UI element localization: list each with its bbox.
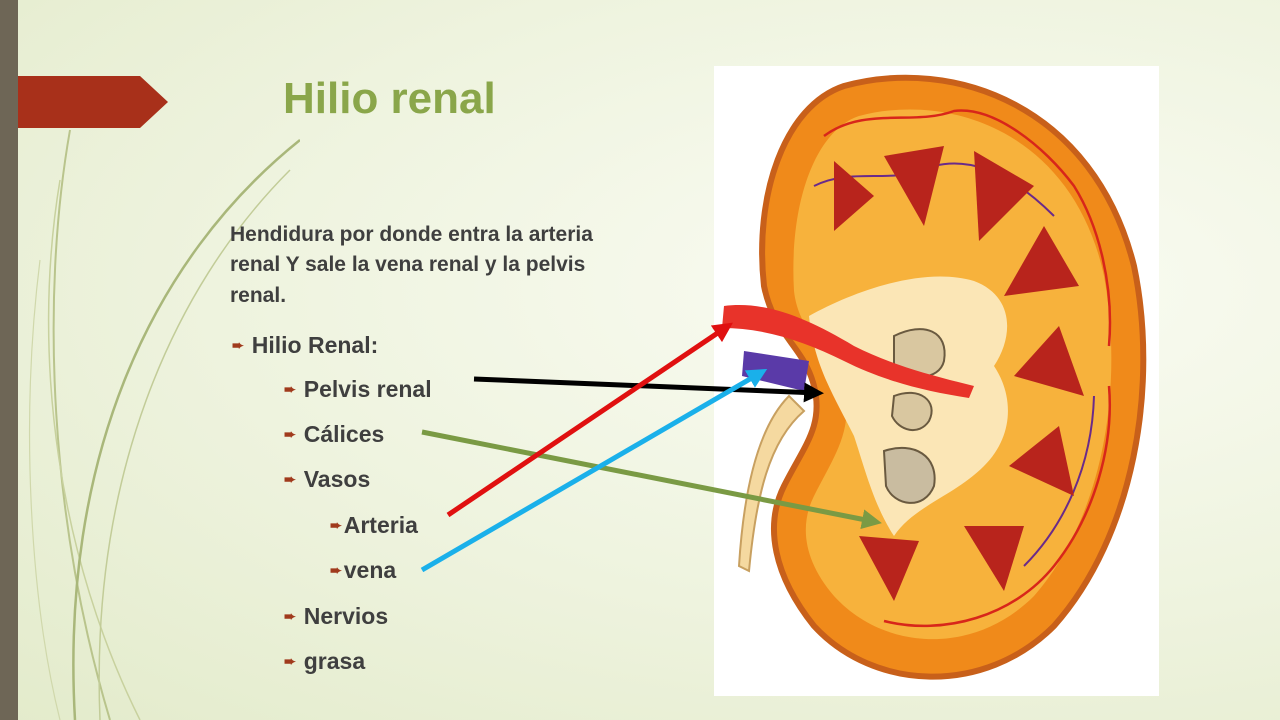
pyramid (834, 161, 874, 231)
arrow-bullet-icon: ➨ (330, 517, 342, 533)
arrow-tab-icon (18, 76, 168, 128)
bullet-pelvis-renal: ➨Pelvis renal (284, 376, 432, 402)
pyramid (859, 536, 919, 601)
bullet-grasa: ➨grasa (284, 648, 366, 674)
pyramid (1014, 326, 1084, 396)
bullet-hilio-renal: ➨Hilio Renal: (232, 332, 379, 358)
arrow-bullet-icon: ➨ (284, 653, 296, 669)
renal-artery (722, 305, 974, 398)
bullet-nervios: ➨Nervios (284, 603, 389, 629)
bullet-arteria: ➨Arteria (330, 512, 418, 538)
pyramid (1004, 226, 1079, 296)
pyramid (974, 151, 1034, 241)
arrow-bullet-icon: ➨ (232, 337, 244, 353)
pyramid (1009, 426, 1074, 496)
arrow-bullet-icon: ➨ (284, 381, 296, 397)
arrow-bullet-icon: ➨ (330, 562, 342, 578)
pyramid (884, 146, 944, 226)
pyramid (964, 526, 1024, 591)
arrow-bullet-icon: ➨ (284, 608, 296, 624)
calyx (882, 446, 936, 504)
bullet-vena: ➨vena (330, 557, 397, 583)
page-title: Hilio renal (283, 74, 496, 123)
decorative-swoosh (29, 129, 300, 720)
arrow-bullet-icon: ➨ (284, 426, 296, 442)
left-accent-bar (0, 0, 18, 720)
arrow-bullet-icon: ➨ (284, 471, 296, 487)
intro-text: Hendidura por donde entra la arteria ren… (230, 223, 593, 307)
calyx (890, 391, 933, 431)
kidney-illustration (722, 74, 1147, 680)
bullet-vasos: ➨Vasos (284, 466, 371, 492)
bullet-calices: ➨Cálices (284, 421, 385, 447)
